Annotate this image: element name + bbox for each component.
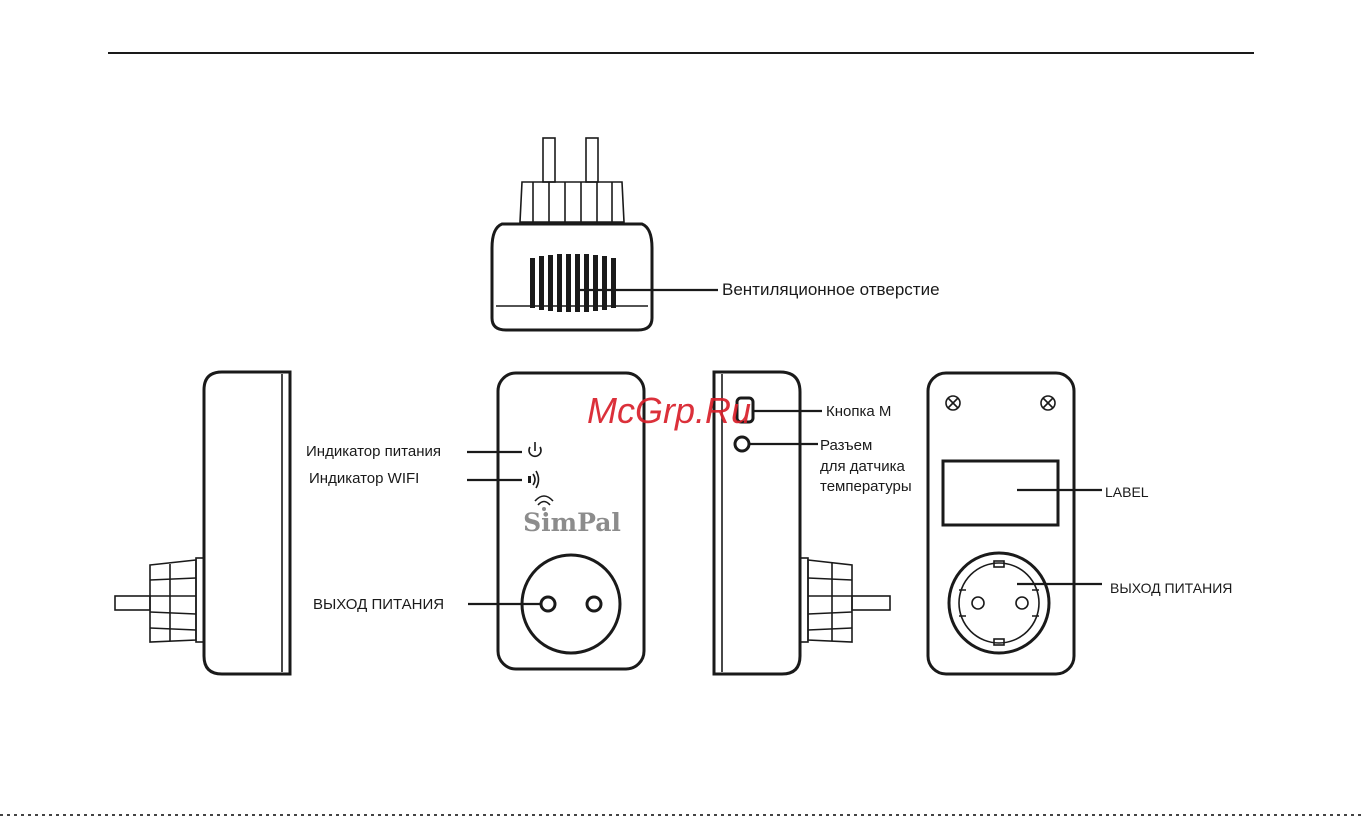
left-side-view-device xyxy=(115,372,290,674)
label-area-label: LABEL xyxy=(1105,484,1149,500)
back-socket xyxy=(949,553,1049,653)
watermark: McGrp.Ru xyxy=(587,390,751,431)
temperature-sensor-jack xyxy=(735,437,749,451)
sensor-label-line2: для датчика xyxy=(820,458,906,475)
screw-icon xyxy=(946,396,960,410)
screw-icon xyxy=(1041,396,1055,410)
sensor-label-line1: Разъем xyxy=(820,437,872,454)
sensor-label-line3: температуры xyxy=(820,478,912,495)
power-indicator-label: Индикатор питания xyxy=(306,443,441,460)
label-area xyxy=(943,461,1058,525)
wifi-indicator-icon xyxy=(528,471,539,488)
vent-label: Вентиляционное отверстие xyxy=(722,280,940,299)
vent-slots xyxy=(530,254,616,312)
button-m-label: Кнопка M xyxy=(826,403,891,420)
power-indicator-icon xyxy=(529,442,541,456)
simpal-logo-text: SimPal xyxy=(523,508,621,537)
back-output-label: ВЫХОД ПИТАНИЯ xyxy=(1110,580,1232,596)
wifi-indicator-label: Индикатор WIFI xyxy=(309,470,419,487)
front-output-label: ВЫХОД ПИТАНИЯ xyxy=(313,596,444,613)
simpal-logo: SimPal xyxy=(523,496,621,537)
top-view-device xyxy=(492,138,652,330)
